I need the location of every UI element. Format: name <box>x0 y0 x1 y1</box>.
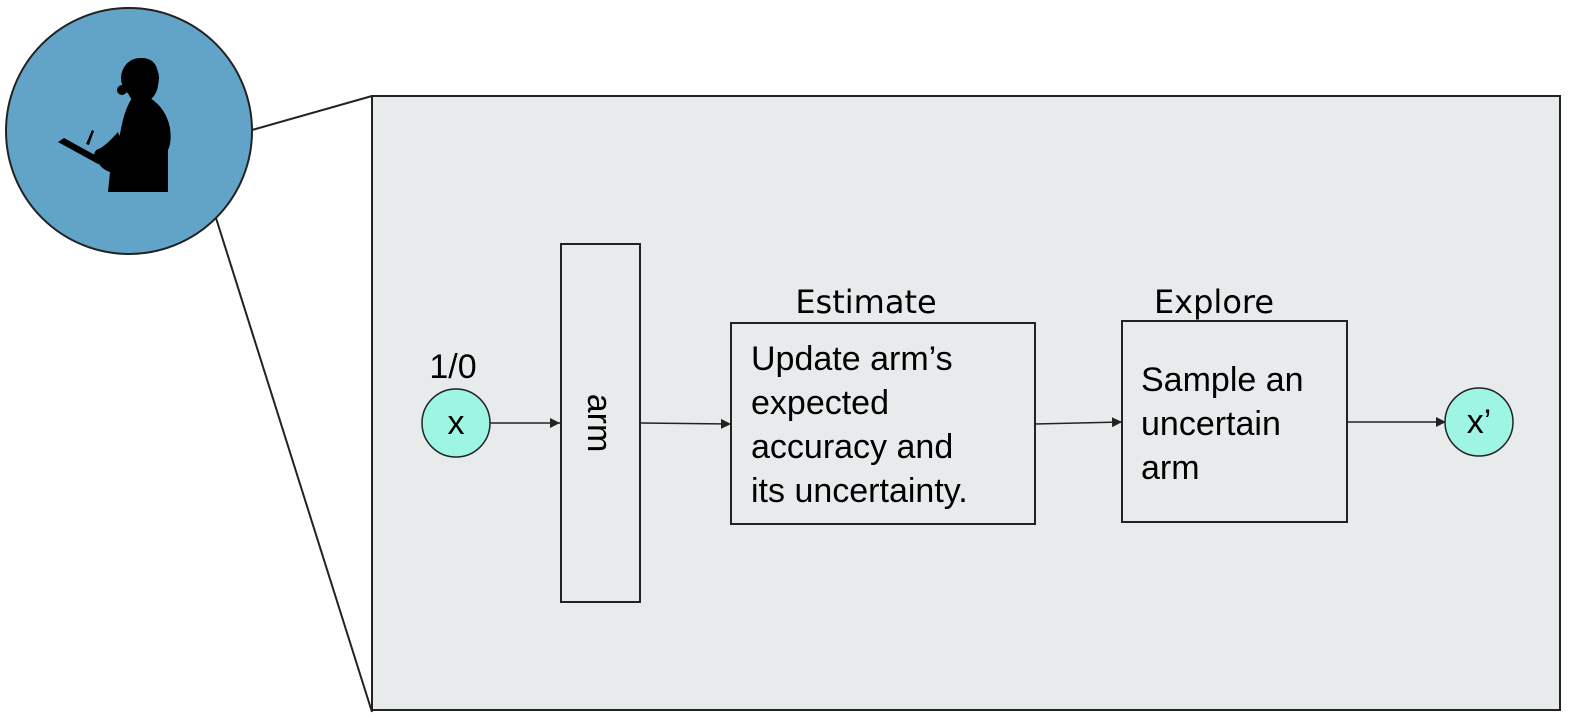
zoom-line-bottom <box>215 217 373 713</box>
arrow-arm-to-estimate <box>639 418 732 429</box>
arrow-estimate-to-explore <box>1034 417 1123 428</box>
input-node <box>421 388 491 458</box>
explore-line-3: arm <box>1141 449 1200 487</box>
estimate-line-2: expected <box>751 384 889 422</box>
person-with-clipboard-icon <box>58 58 171 192</box>
output-node-label: x’ <box>1467 403 1492 441</box>
estimate-box <box>730 322 1036 525</box>
estimate-line-4: its uncertainty. <box>751 472 968 510</box>
estimate-line-1: Update arm’s <box>751 340 953 378</box>
input-node-label: x <box>448 404 465 442</box>
zoom-line-top <box>251 95 373 131</box>
explore-line-2: uncertain <box>1141 405 1281 443</box>
explore-box <box>1121 320 1348 523</box>
avatar <box>5 7 253 255</box>
input-top-label: 1/0 <box>429 348 476 386</box>
explore-text: Sample an uncertain arm <box>1141 361 1313 487</box>
estimate-heading: Estimate <box>795 283 936 321</box>
output-node <box>1444 387 1514 457</box>
explore-heading: Explore <box>1154 283 1274 321</box>
arm-box <box>560 243 641 603</box>
explore-line-1: Sample an <box>1141 361 1304 399</box>
estimate-line-3: accuracy and <box>751 428 953 466</box>
arm-box-label: arm <box>580 394 618 453</box>
estimate-text: Update arm’s expected accuracy and its u… <box>751 340 968 510</box>
